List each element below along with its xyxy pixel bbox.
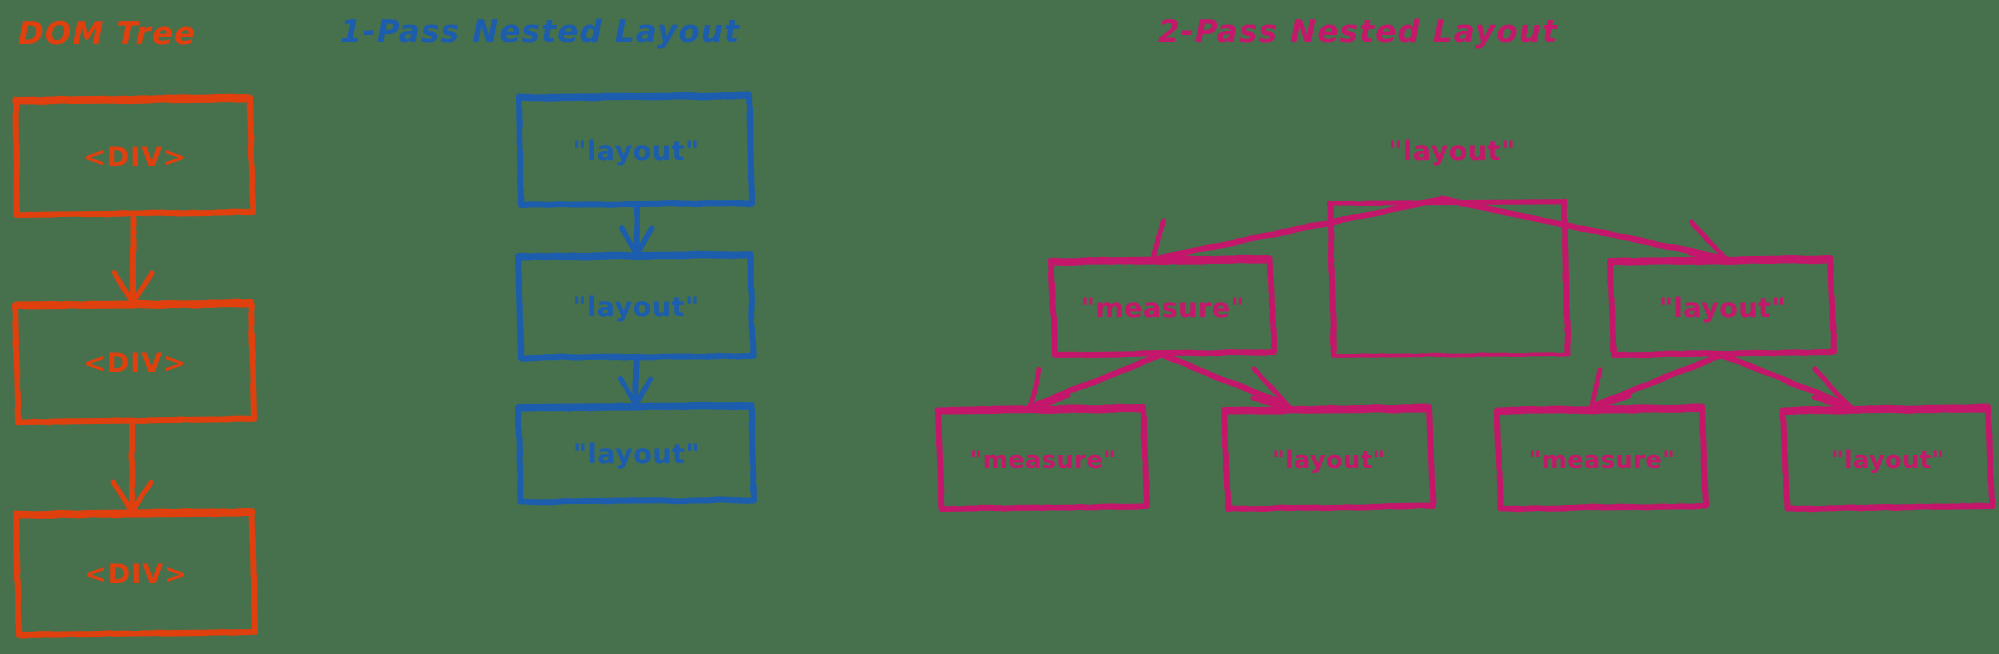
twopass-leaf-label-2: "layout"	[1272, 445, 1386, 474]
onepass-node-label-3: "layout"	[572, 439, 701, 470]
column-title-dom-tree: DOM Tree	[18, 16, 197, 52]
dom-node-label-2: <DIV>	[83, 348, 187, 379]
column-title-two-pass: 2-Pass Nested Layout	[1158, 14, 1559, 50]
twopass-root-box	[1327, 199, 1571, 358]
twopass-leaf-label-4: "layout"	[1831, 445, 1945, 474]
onepass-node-label-2: "layout"	[572, 291, 700, 323]
twopass-root-label: "layout"	[1388, 135, 1516, 167]
twopass-leaf-label-3: "measure"	[1528, 445, 1676, 474]
column-title-one-pass: 1-Pass Nested Layout	[340, 14, 741, 50]
twopass-level2-label-left: "measure"	[1080, 292, 1246, 324]
dom-node-label-1: <DIV>	[83, 142, 187, 173]
twopass-level2-label-right: "layout"	[1658, 292, 1787, 324]
twopass-leaf-label-1: "measure"	[969, 445, 1117, 474]
onepass-node-label-1: "layout"	[572, 135, 700, 167]
dom-node-label-3: <DIV>	[84, 559, 188, 590]
